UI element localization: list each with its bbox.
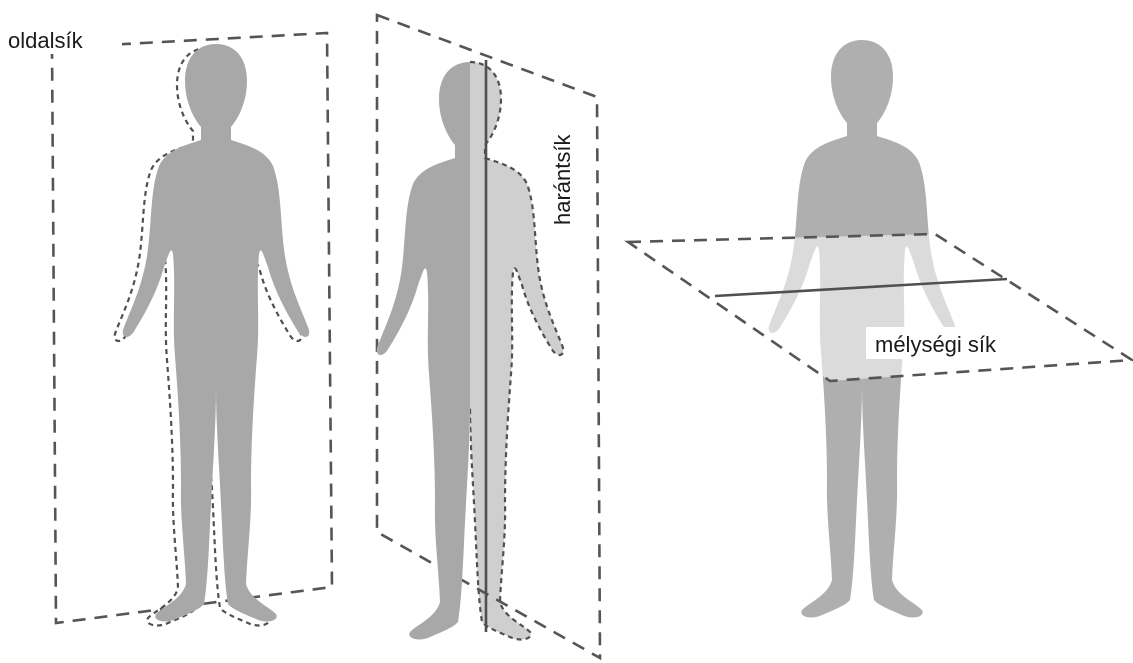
human-figure-frontal-front — [377, 62, 564, 639]
human-figure-sagittal — [123, 44, 310, 621]
frontal-label: harántsík — [550, 134, 575, 225]
transverse-label: mélységi sík — [875, 332, 997, 357]
sagittal-label: oldalsík — [8, 28, 84, 53]
sagittal-figure-group — [52, 33, 332, 625]
